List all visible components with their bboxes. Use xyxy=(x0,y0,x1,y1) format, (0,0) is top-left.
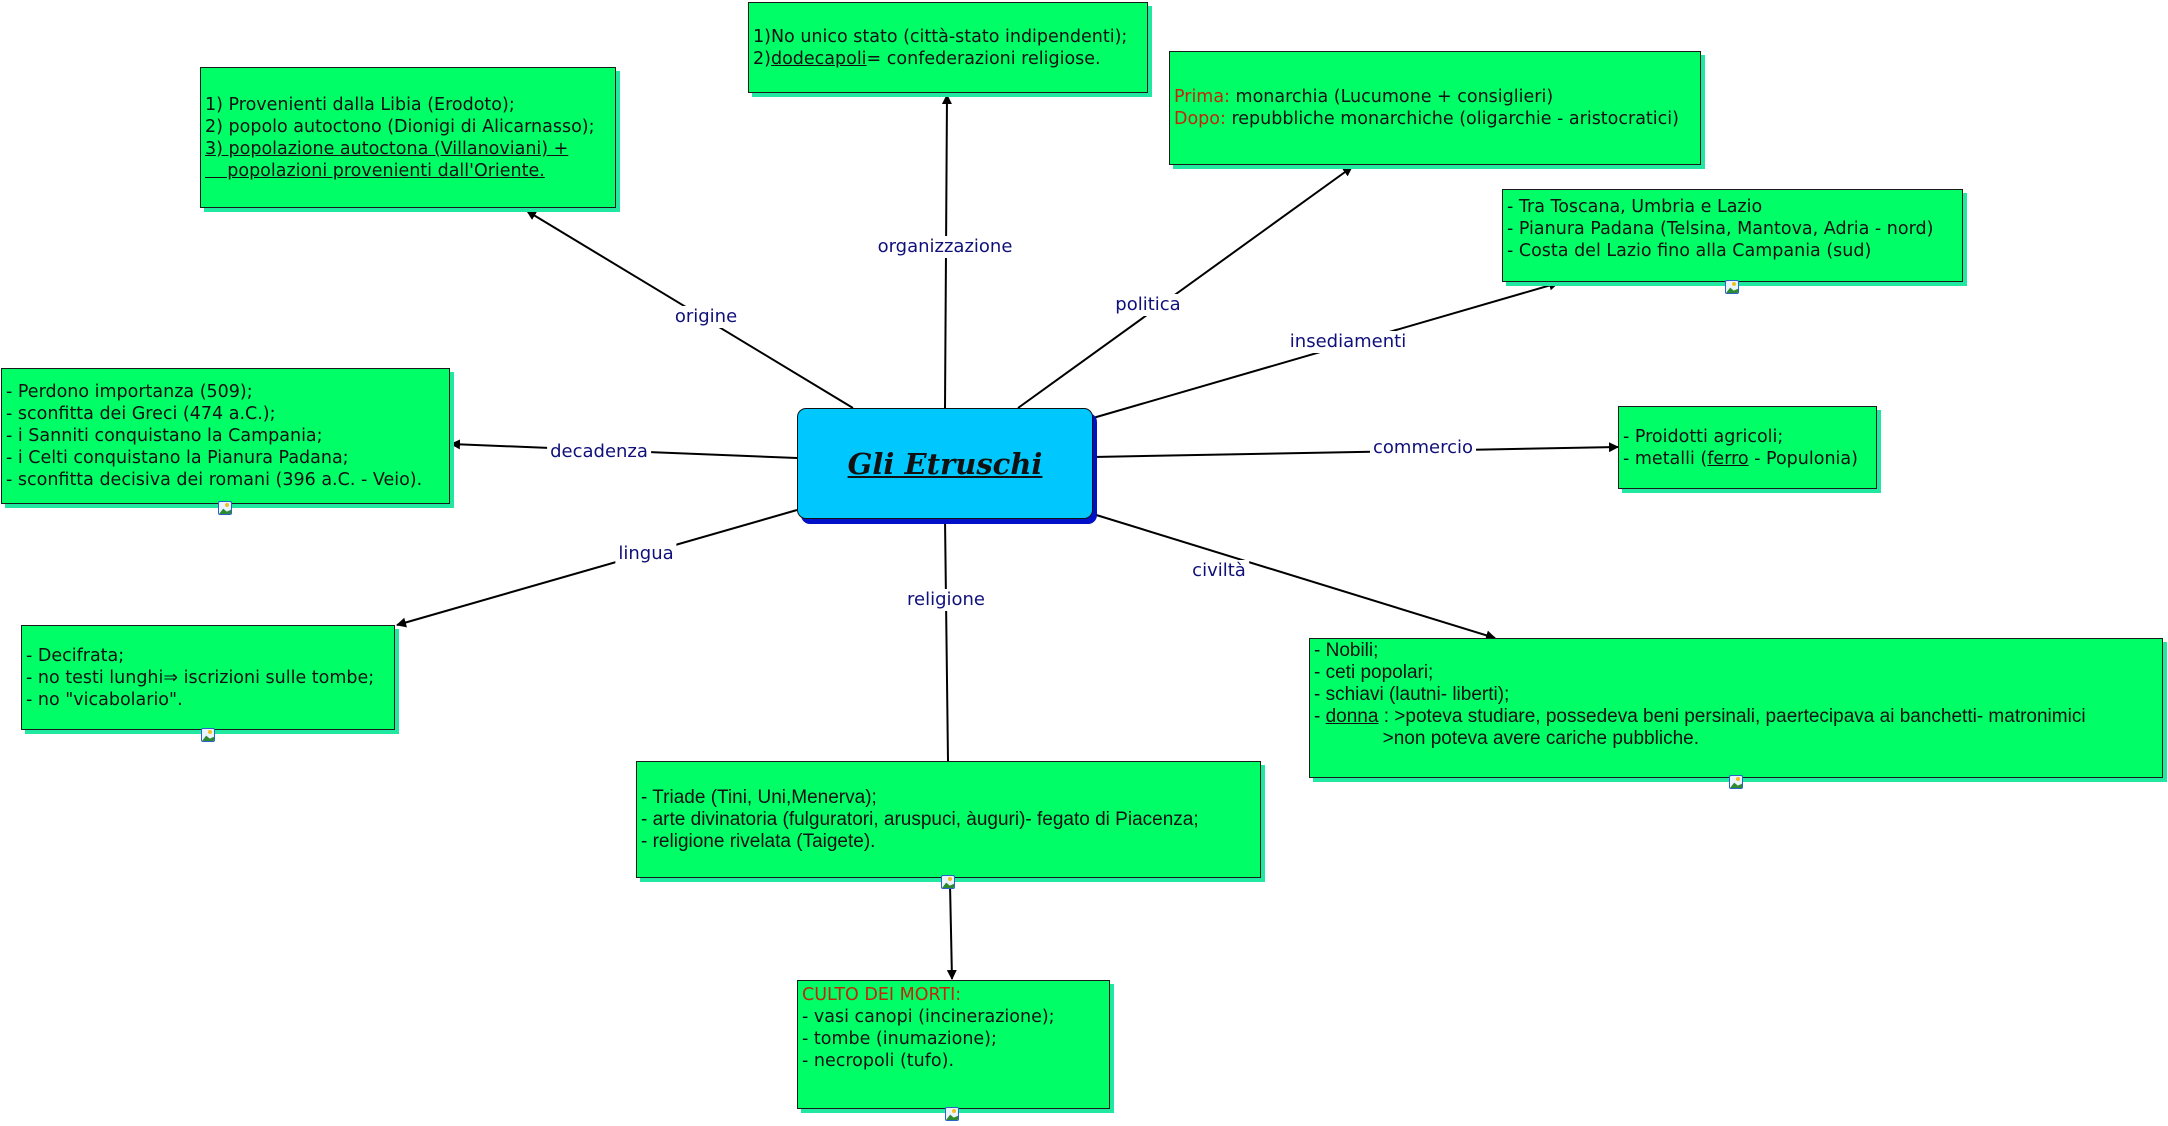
commercio-line-1: - Proidotti agricoli; xyxy=(1623,426,1784,447)
label-commercio: commercio xyxy=(1370,437,1476,459)
civilta-line-5: >non poteva avere cariche pubbliche. xyxy=(1314,728,1699,749)
origine-line-3: 3) popolazione autoctona (Villanoviani) … xyxy=(205,138,569,159)
organizzazione-rest: = confederazioni religiose. xyxy=(866,48,1101,69)
label-organizzazione: organizzazione xyxy=(874,236,1016,258)
image-attachment-icon[interactable] xyxy=(1729,775,1743,789)
politica-prima-text: monarchia (Lucumone + consiglieri) xyxy=(1229,87,1554,107)
civilta-line-4: - donna : >poteva studiare, possedeva be… xyxy=(1314,706,2158,728)
node-organizzazione[interactable]: 1)No unico stato (città-stato indipenden… xyxy=(748,2,1148,93)
ferro-term: ferro xyxy=(1707,448,1749,469)
insediamenti-line-1: - Tra Toscana, Umbria e Lazio xyxy=(1507,197,1763,217)
culto-heading: CULTO DEI MORTI: xyxy=(802,985,962,1005)
image-attachment-icon[interactable] xyxy=(201,728,215,742)
civilta-line-3: - schiavi (lautni- liberti); xyxy=(1314,684,1510,705)
central-topic-title: Gli Etruschi xyxy=(847,446,1043,481)
label-civilta: civiltà xyxy=(1189,560,1249,582)
decadenza-line-5: - sconfitta decisiva dei romani (396 a.C… xyxy=(6,470,423,490)
civilta-pre: - xyxy=(1314,706,1326,727)
insediamenti-line-3: - Costa del Lazio fino alla Campania (su… xyxy=(1507,241,1872,261)
civilta-post: : >poteva studiare, possedeva beni persi… xyxy=(1378,706,2086,727)
label-origine: origine xyxy=(671,306,741,328)
culto-line-3: - necropoli (tufo). xyxy=(802,1051,955,1071)
lingua-line-2: - no testi lunghi⇒ iscrizioni sulle tomb… xyxy=(26,667,375,688)
decadenza-line-4: - i Celti conquistano la Pianura Padana; xyxy=(6,448,349,468)
origine-line-1: 1) Provenienti dalla Libia (Erodoto); xyxy=(205,94,515,115)
label-insediamenti: insediamenti xyxy=(1286,331,1410,353)
link-politica xyxy=(1017,166,1353,409)
link-lingua xyxy=(396,509,798,628)
politica-dopo-key: Dopo: xyxy=(1174,109,1226,129)
religione-line-2: - arte divinatoria (fulguratori, aruspuc… xyxy=(641,808,1199,830)
origine-line-4: popolazioni provenienti dall'Oriente. xyxy=(205,160,545,181)
dodecapoli-term: dodecapoli xyxy=(770,48,867,69)
node-insediamenti[interactable]: - Tra Toscana, Umbria e Lazio - Pianura … xyxy=(1502,189,1963,282)
civilta-line-2: - ceti popolari; xyxy=(1314,662,1434,683)
politica-prima-key: Prima: xyxy=(1174,87,1230,107)
node-religione[interactable]: - Triade (Tini, Uni,Menerva); - arte div… xyxy=(636,761,1261,878)
commercio-post: - Populonia) xyxy=(1748,448,1858,469)
civilta-line-1: - Nobili; xyxy=(1314,640,1379,661)
decadenza-line-1: - Perdono importanza (509); xyxy=(6,382,253,402)
commercio-pre: - metalli ( xyxy=(1623,448,1708,469)
node-civilta[interactable]: - Nobili; - ceti popolari; - schiavi (la… xyxy=(1309,638,2163,778)
link-religione xyxy=(944,518,949,762)
label-lingua: lingua xyxy=(615,543,677,565)
node-culto-dei-morti[interactable]: CULTO DEI MORTI: - vasi canopi (incinera… xyxy=(797,980,1110,1109)
link-commercio xyxy=(1092,442,1619,458)
insediamenti-line-2: - Pianura Padana (Telsina, Mantova, Adri… xyxy=(1507,219,1934,239)
image-attachment-icon[interactable] xyxy=(945,1107,959,1121)
organizzazione-line-2: 2)dodecapoli= confederazioni religiose. xyxy=(753,48,1143,70)
image-attachment-icon[interactable] xyxy=(941,875,955,889)
decadenza-line-2: - sconfitta dei Greci (474 a.C.); xyxy=(6,404,276,424)
image-attachment-icon[interactable] xyxy=(1725,280,1739,294)
link-culto-dei-morti xyxy=(946,883,957,980)
religione-line-3: - religione rivelata (Taigete). xyxy=(641,830,876,852)
node-lingua[interactable]: - Decifrata; - no testi lunghi⇒ iscrizio… xyxy=(21,625,395,730)
politica-line-1: Prima: monarchia (Lucumone + consiglieri… xyxy=(1174,86,1696,108)
organizzazione-prefix: 2) xyxy=(753,48,771,69)
node-origine[interactable]: 1) Provenienti dalla Libia (Erodoto); 2)… xyxy=(200,67,616,208)
commercio-line-2: - metalli (ferro - Populonia) xyxy=(1623,448,1872,470)
image-attachment-icon[interactable] xyxy=(218,501,232,515)
decadenza-line-3: - i Sanniti conquistano la Campania; xyxy=(6,426,323,446)
culto-line-2: - tombe (inumazione); xyxy=(802,1029,997,1049)
label-decadenza: decadenza xyxy=(547,441,651,463)
politica-line-2: Dopo: repubbliche monarchiche (oligarchi… xyxy=(1174,108,1696,130)
lingua-line-1: - Decifrata; xyxy=(26,645,125,666)
origine-line-2: 2) popolo autoctono (Dionigi di Alicarna… xyxy=(205,116,595,137)
node-commercio[interactable]: - Proidotti agricoli; - metalli (ferro -… xyxy=(1618,406,1877,489)
label-religione: religione xyxy=(903,589,989,611)
node-politica[interactable]: Prima: monarchia (Lucumone + consiglieri… xyxy=(1169,51,1701,165)
node-decadenza[interactable]: - Perdono importanza (509); - sconfitta … xyxy=(1,368,450,504)
politica-dopo-text: repubbliche monarchiche (oligarchie - ar… xyxy=(1225,109,1679,129)
culto-line-1: - vasi canopi (incinerazione); xyxy=(802,1007,1055,1027)
religione-line-1: - Triade (Tini, Uni,Menerva); xyxy=(641,786,877,808)
organizzazione-line-1: 1)No unico stato (città-stato indipenden… xyxy=(753,26,1128,47)
link-civilta xyxy=(1092,513,1496,641)
central-topic-node[interactable]: Gli Etruschi xyxy=(797,408,1093,519)
lingua-line-3: - no "vicabolario". xyxy=(26,689,183,710)
label-politica: politica xyxy=(1112,294,1184,316)
donna-term: donna xyxy=(1325,706,1379,727)
